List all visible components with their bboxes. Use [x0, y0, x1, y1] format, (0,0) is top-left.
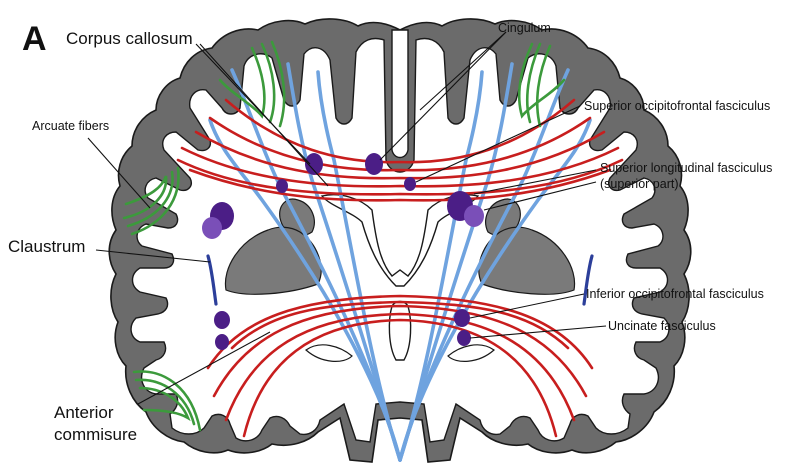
- left-uncinate-dot: [215, 334, 229, 350]
- label-anterior-commisure-line1: Anterior: [54, 403, 114, 422]
- label-cingulum: Cingulum: [498, 21, 551, 35]
- left-slf-dot-light: [202, 217, 222, 239]
- label-anterior-commisure-line2: commisure: [54, 425, 137, 444]
- right-superior-occipitofrontal-dot: [404, 177, 416, 191]
- right-iof-dot: [454, 309, 470, 327]
- label-uncinate: Uncinate fasciculus: [608, 319, 716, 333]
- right-uncinate-dot: [457, 330, 471, 346]
- label-superior-occipitofrontal: Superior occipitofrontal fasciculus: [584, 99, 770, 113]
- left-superior-occipitofrontal-dot: [276, 179, 288, 193]
- right-slf-dot-light: [464, 205, 484, 227]
- label-corpus-callosum: Corpus callosum: [66, 29, 193, 48]
- panel-letter: A: [22, 20, 47, 58]
- label-arcuate-fibers: Arcuate fibers: [32, 119, 109, 133]
- label-slf-line2: (superior part): [600, 177, 679, 191]
- left-iof-dot: [214, 311, 230, 329]
- label-slf-line1: Superior longitudinal fasciculus: [600, 161, 772, 175]
- label-inferior-occipitofrontal: Inferior occipitofrontal fasciculus: [586, 287, 764, 301]
- longitudinal-fissure: [392, 30, 408, 158]
- third-ventricle: [389, 302, 410, 361]
- label-claustrum: Claustrum: [8, 237, 85, 256]
- right-cingulum-dot: [365, 153, 383, 175]
